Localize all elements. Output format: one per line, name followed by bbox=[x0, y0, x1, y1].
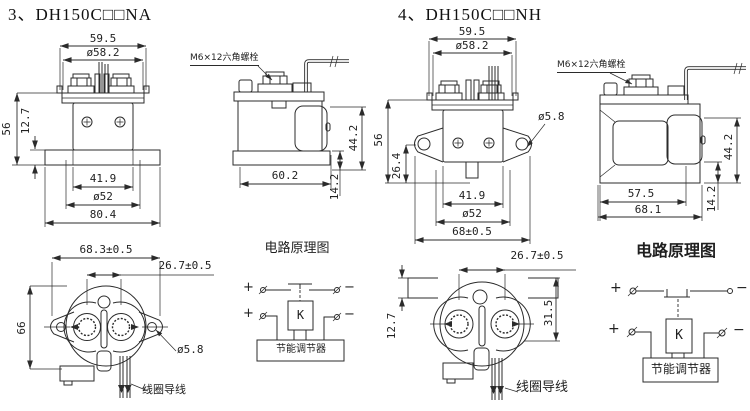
dim-na-front-width: 59.5 bbox=[89, 32, 117, 45]
hex-bolt-icon bbox=[435, 80, 463, 101]
coil-lead-wire bbox=[304, 59, 349, 92]
hex-bolt-icon bbox=[257, 71, 293, 93]
section-title-nh: 4、DH150C□□NH bbox=[398, 5, 542, 24]
dim-nh-front-cap-dia: ø58.2 bbox=[455, 39, 489, 52]
dim-na-bottom-height: 66 bbox=[14, 321, 28, 335]
note-nh-bolt: M6×12六角螺栓 bbox=[557, 60, 626, 73]
dim-na-front-terminal-span: 41.9 bbox=[89, 172, 117, 185]
hex-bolt-icon bbox=[67, 73, 95, 94]
bolt-leader-line bbox=[257, 65, 273, 81]
dim-na-bottom-mount-span: 68.3±0.5 bbox=[79, 243, 133, 256]
plus-label: + bbox=[608, 321, 620, 337]
dim-na-side-height: 44.2 bbox=[346, 124, 360, 152]
dim-nh-bottom-pitch: 26.7±0.5 bbox=[510, 249, 564, 262]
minus-label: − bbox=[733, 322, 745, 338]
terminal-wires bbox=[488, 66, 499, 100]
contact-terminal bbox=[73, 313, 135, 341]
dim-nh-front-mount-span: 68±0.5 bbox=[452, 225, 492, 238]
dim-nh-front-width: 59.5 bbox=[458, 25, 486, 38]
dim-nh-front-ear-offset: 26.4 bbox=[389, 152, 403, 180]
minus-label: − bbox=[344, 307, 355, 322]
dim-nh-front-base-dia: ø52 bbox=[462, 207, 482, 220]
dim-nh-bottom-offset: 31.5 bbox=[541, 299, 555, 327]
dim-na-front-cap-dia: ø58.2 bbox=[86, 46, 120, 59]
dim-nh-side-depth: 68.1 bbox=[634, 203, 662, 216]
contact-terminal bbox=[444, 309, 520, 339]
screw-icon bbox=[81, 116, 126, 128]
dim-na-bottom-pitch: 26.7±0.5 bbox=[158, 259, 212, 272]
plus-label: + bbox=[243, 280, 254, 295]
minus-label: − bbox=[736, 280, 748, 296]
nh-circuit-diagram bbox=[626, 285, 733, 383]
dim-na-side-base-height: 14.2 bbox=[327, 173, 341, 201]
dim-na-front-flange-width: 80.4 bbox=[89, 208, 117, 221]
nh-side-view bbox=[597, 62, 746, 221]
label-na-coil-leads: 线圈导线 bbox=[142, 383, 186, 396]
label-nh-coil-leads: 线圈导线 bbox=[516, 380, 569, 395]
mounting-wing bbox=[407, 277, 438, 299]
dim-nh-side-base-height: 14.2 bbox=[704, 185, 718, 213]
hole-leader-line bbox=[526, 123, 546, 148]
coil-lead-wires bbox=[119, 356, 131, 398]
coil-box bbox=[287, 300, 314, 331]
mounting-ear bbox=[502, 127, 532, 163]
terminal-symbol bbox=[258, 285, 342, 322]
coil-lead-wire bbox=[684, 66, 746, 100]
coil-box bbox=[665, 318, 693, 354]
dim-nh-side-height: 44.2 bbox=[721, 133, 735, 161]
na-bottom-view bbox=[27, 255, 214, 398]
na-front-view bbox=[12, 43, 161, 227]
hex-bolt-icon bbox=[623, 74, 659, 96]
mounting-ear bbox=[414, 127, 444, 163]
na-circuit-diagram bbox=[256, 283, 345, 362]
dim-nh-front-terminal-span: 41.9 bbox=[458, 189, 486, 202]
na-side-view bbox=[232, 55, 366, 196]
bolt-leader-line bbox=[609, 72, 633, 85]
dim-nh-bottom-wing-height: 12.7 bbox=[384, 312, 398, 340]
dim-nh-front-hole-dia: ø5.8 bbox=[538, 110, 565, 123]
coil-label: K bbox=[296, 308, 305, 322]
regulator-box bbox=[256, 339, 345, 362]
note-na-bolt: M6×12六角螺栓 bbox=[190, 53, 259, 66]
mounting-wing bbox=[528, 277, 559, 299]
dim-na-front-base-dia: ø52 bbox=[93, 190, 113, 203]
regulator-box bbox=[642, 357, 719, 383]
hex-bolt-icon bbox=[477, 80, 505, 101]
dim-nh-side-depth-inner: 57.5 bbox=[627, 187, 655, 200]
dim-na-front-flange-height: 12.7 bbox=[18, 107, 32, 135]
regulator-label: 节能调节器 bbox=[276, 344, 326, 355]
coil-leader-line bbox=[504, 387, 519, 393]
dim-na-side-depth: 60.2 bbox=[271, 169, 299, 182]
na-circuit-title: 电路原理图 bbox=[264, 241, 330, 256]
coil-leader-line bbox=[130, 383, 149, 392]
dim-na-front-height: 56 bbox=[0, 122, 13, 136]
coil-label: K bbox=[675, 328, 683, 343]
screw-icon bbox=[452, 137, 495, 149]
plus-label: + bbox=[610, 280, 622, 296]
terminal-wires bbox=[98, 62, 109, 93]
plus-label: + bbox=[243, 306, 254, 321]
dim-na-bottom-hole-dia: ø5.8 bbox=[177, 343, 204, 356]
nh-front-view bbox=[385, 36, 546, 244]
hex-bolt-icon bbox=[107, 73, 135, 94]
contact-blade bbox=[664, 289, 690, 298]
section-title-na: 3、DH150C□□NA bbox=[8, 5, 152, 24]
nh-bottom-view bbox=[398, 265, 576, 400]
hole-leader-line bbox=[155, 329, 177, 352]
minus-label: − bbox=[344, 280, 355, 295]
dim-nh-front-height: 56 bbox=[371, 133, 385, 147]
nh-circuit-title: 电路原理图 bbox=[635, 241, 716, 260]
coil-housing bbox=[666, 114, 703, 165]
coil-lead-wires bbox=[491, 358, 503, 400]
regulator-label: 节能调节器 bbox=[650, 362, 711, 376]
contact-blade bbox=[288, 283, 312, 289]
